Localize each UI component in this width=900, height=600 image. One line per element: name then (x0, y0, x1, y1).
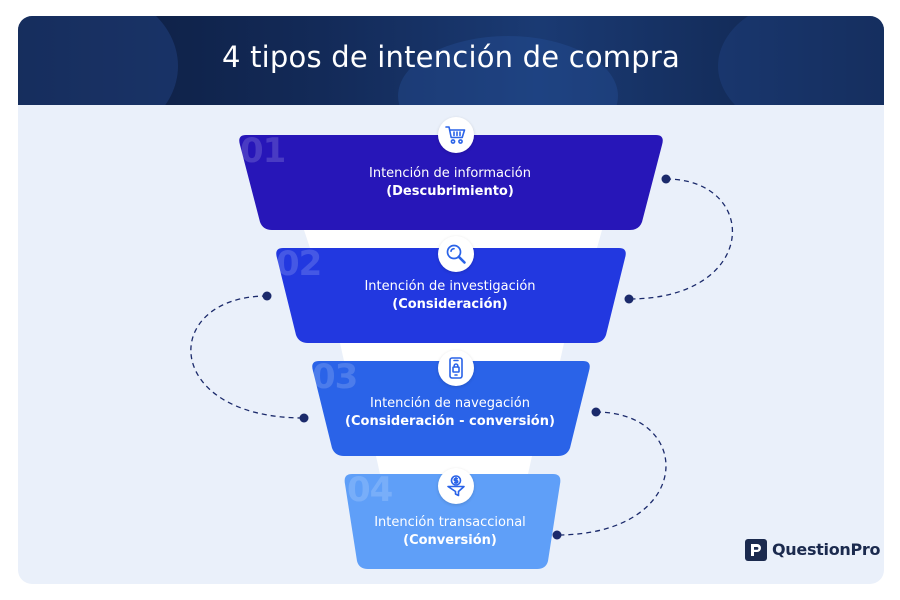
stage-1-label: Intención de información (Descubrimiento… (300, 165, 600, 201)
infographic-card: 4 tipos de intención de compra (18, 16, 884, 584)
connector-dot (552, 530, 562, 540)
funnel-stage-3 (312, 361, 590, 456)
stage-title: Intención de información (369, 166, 531, 181)
funnel-stage-2 (276, 248, 626, 343)
stage-3-label: Intención de navegación (Consideración -… (300, 395, 600, 431)
magnifier-icon (438, 236, 474, 272)
stage-number: 03 (312, 357, 358, 397)
connector-dot (299, 413, 309, 423)
money-funnel-icon (438, 468, 474, 504)
funnel-gap (376, 456, 532, 474)
stage-title: Intención de navegación (370, 396, 530, 411)
header-banner: 4 tipos de intención de compra (18, 16, 884, 105)
connector-dot (591, 407, 601, 417)
funnel-stage-1 (239, 135, 663, 230)
page-title: 4 tipos de intención de compra (222, 40, 680, 74)
connector-1-2 (628, 178, 734, 300)
brand-name: QuestionPro (772, 540, 881, 559)
shopping-cart-icon (438, 117, 474, 153)
stage-title: Intención transaccional (374, 515, 526, 530)
stage-title: Intención de investigación (364, 279, 536, 294)
stage-subtitle: (Conversión) (403, 533, 497, 548)
connector-3-4 (556, 411, 667, 536)
mobile-shop-icon (438, 350, 474, 386)
connector-2-3 (190, 295, 305, 419)
connector-dot (661, 174, 671, 184)
stage-number: 01 (240, 131, 286, 171)
stage-2-label: Intención de investigación (Consideració… (300, 278, 600, 314)
stage-subtitle: (Descubrimiento) (386, 184, 514, 199)
stage-subtitle: (Consideración) (392, 297, 508, 312)
connector-dot (624, 294, 634, 304)
questionpro-logo-icon (745, 539, 767, 561)
stage-subtitle: (Consideración - conversión) (345, 414, 555, 429)
header-photo-blur (718, 16, 884, 105)
stage-number: 04 (347, 470, 393, 510)
connector-dot (262, 291, 272, 301)
funnel-stage-4 (344, 474, 561, 569)
stage-4-label: Intención transaccional (Conversión) (300, 514, 600, 550)
stage-number: 02 (276, 244, 322, 284)
header-photo-blur (18, 16, 178, 105)
